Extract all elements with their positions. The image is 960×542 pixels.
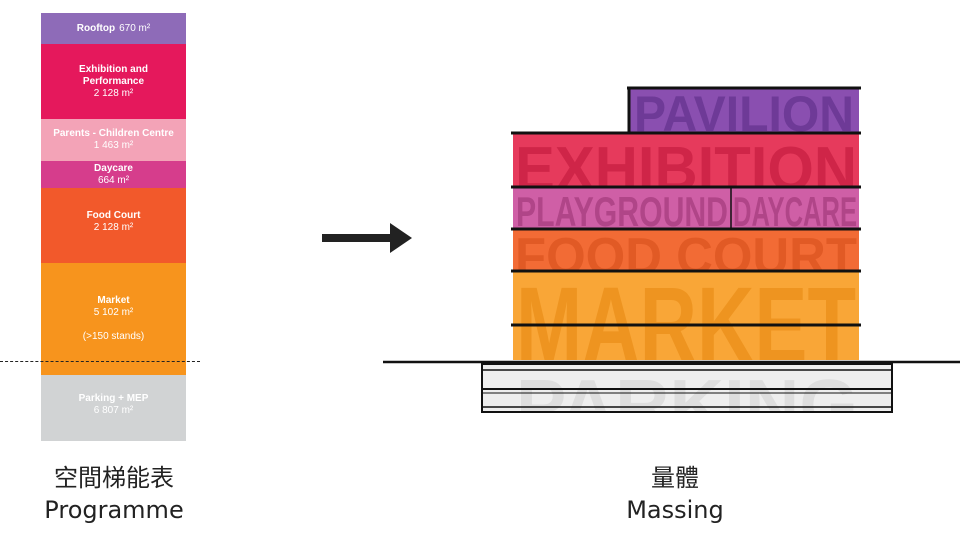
arrow-head bbox=[390, 223, 412, 253]
block-rooftop: Rooftop 670 m² bbox=[41, 13, 186, 44]
right-arrow-icon bbox=[322, 223, 412, 253]
block-market: Market 5 102 m² (>150 stands) bbox=[41, 263, 186, 375]
block-exhibition-area: 2 128 m² bbox=[93, 87, 134, 99]
block-daycare-name: Daycare bbox=[94, 162, 133, 174]
mass-market bbox=[513, 271, 859, 360]
block-rooftop-name: Rooftop bbox=[76, 22, 116, 34]
caption-massing-en: Massing bbox=[626, 496, 724, 524]
mass-pavilion-label: PAVILION bbox=[634, 86, 854, 142]
caption-programme-zh: 空間梯能表 bbox=[54, 464, 174, 492]
block-exhibition: Exhibition and Performance 2 128 m² bbox=[41, 44, 186, 119]
ground-level-dashed-line bbox=[0, 361, 200, 362]
mass-daycare-label: DAYCARE bbox=[733, 188, 857, 235]
mass-market-label: MARKET bbox=[516, 264, 856, 385]
mass-pavilion bbox=[629, 88, 859, 133]
mass-food-court bbox=[513, 229, 859, 271]
mass-floor-lines bbox=[511, 86, 861, 327]
block-rooftop-area: 670 m² bbox=[119, 22, 151, 34]
block-daycare: Daycare 664 m² bbox=[41, 161, 186, 188]
block-market-extra: (>150 stands) bbox=[82, 331, 145, 342]
block-market-area: 5 102 m² bbox=[93, 307, 134, 318]
block-parents-children: Parents - Children Centre 1 463 m² bbox=[41, 119, 186, 161]
block-food-court: Food Court 2 128 m² bbox=[41, 188, 186, 263]
block-parents-children-area: 1 463 m² bbox=[93, 140, 134, 151]
block-parking-name: Parking + MEP bbox=[78, 393, 149, 404]
block-exhibition-name: Exhibition and Performance bbox=[79, 63, 148, 87]
block-parking: Parking + MEP 6 807 m² bbox=[41, 375, 186, 441]
mass-food-court-label: FOOD COURT bbox=[515, 228, 857, 286]
block-food-court-name: Food Court bbox=[86, 210, 141, 221]
caption-programme-en: Programme bbox=[44, 496, 184, 524]
caption-massing-zh: 量體 bbox=[651, 464, 699, 492]
mass-playground-label: PLAYGROUND bbox=[516, 188, 728, 235]
mass-parking-label: PARKING bbox=[516, 366, 858, 446]
block-market-name: Market bbox=[97, 295, 130, 306]
mass-exhibition bbox=[513, 133, 859, 187]
block-food-court-area: 2 128 m² bbox=[93, 222, 134, 233]
mass-playground-daycare bbox=[513, 187, 859, 229]
block-parking-area: 6 807 m² bbox=[93, 405, 134, 416]
arrow-shaft bbox=[322, 234, 392, 242]
caption-massing: 量體 Massing bbox=[575, 462, 775, 526]
block-parents-children-name: Parents - Children Centre bbox=[53, 128, 174, 139]
mass-exhibition-label: EXHIBITION bbox=[515, 135, 857, 204]
block-daycare-area: 664 m² bbox=[97, 174, 130, 186]
caption-programme: 空間梯能表 Programme bbox=[0, 462, 228, 526]
programme-stack: Rooftop 670 m² Exhibition and Performanc… bbox=[41, 13, 186, 441]
parking-outline bbox=[481, 363, 893, 413]
